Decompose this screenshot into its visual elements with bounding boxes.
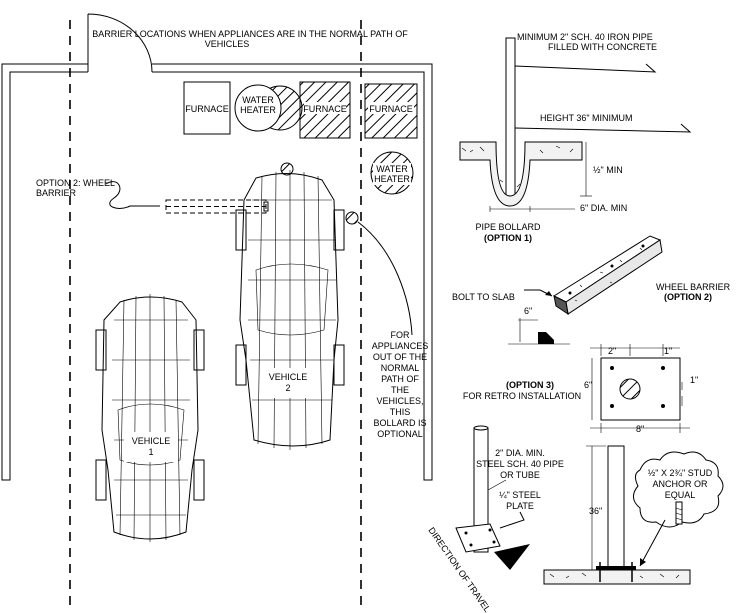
- plate-detail: 2" 1" 6" 1" 8" (OPTION 3) FOR RETRO INST…: [463, 344, 698, 434]
- retro-post-detail: DIRECTION OF TRAVEL 2" DIA. MIN. STEEL S…: [426, 425, 724, 613]
- svg-text:THIS: THIS: [390, 407, 411, 417]
- plate-dim-2: 2": [608, 346, 616, 356]
- water-heater-1-label2: HEATER: [240, 105, 276, 115]
- vehicle-2: VEHICLE 2: [235, 170, 345, 450]
- bollard-plan-2: [345, 211, 359, 225]
- garage-title-line2: VEHICLES: [205, 39, 250, 49]
- svg-text:OPTIONAL: OPTIONAL: [377, 429, 423, 439]
- post-plate-line2: PLATE: [506, 501, 534, 511]
- vehicle-1-label2: 1: [148, 447, 153, 457]
- svg-text:APPLIANCES: APPLIANCES: [372, 341, 429, 351]
- furnace-1-label: FURNACE: [185, 104, 229, 114]
- elevation-slab: [543, 569, 691, 585]
- svg-text:PATH OF: PATH OF: [381, 374, 419, 384]
- water-heater-2-label1: WATER: [376, 164, 408, 174]
- option2-label2: BARRIER: [36, 188, 77, 198]
- water-heater-1: [234, 84, 282, 132]
- water-heater-2-label2: HEATER: [374, 174, 410, 184]
- furnace-1: [183, 81, 231, 135]
- post-pipe-line3: OR TUBE: [500, 470, 540, 480]
- post-pipe-line2: STEEL SCH. 40 PIPE: [476, 459, 564, 469]
- pipe-spec-line1: MINIMUM 2" SCH. 40 IRON PIPE: [517, 32, 653, 42]
- svg-text:VEHICLES,: VEHICLES,: [376, 396, 423, 406]
- svg-text:OUT OF THE: OUT OF THE: [373, 352, 427, 362]
- plate-dim-6: 6": [584, 380, 592, 390]
- vehicle-2-label1: VEHICLE: [269, 372, 308, 382]
- plate-retro: FOR RETRO INSTALLATION: [463, 391, 581, 401]
- vehicle-1-label1: VEHICLE: [132, 436, 171, 446]
- anchor-line2: ANCHOR OR: [652, 479, 708, 489]
- anchor-cloud: [633, 451, 724, 528]
- barrier-profile: [538, 332, 554, 344]
- water-heater-1-label1: WATER: [242, 95, 274, 105]
- barrier-dim-label: 6": [524, 306, 532, 316]
- plate-option: (OPTION 3): [506, 380, 554, 390]
- anchor-line1: ½" X 2¾" STUD: [648, 468, 713, 478]
- vehicle-1: VEHICLE 1: [95, 294, 205, 542]
- vehicle-2-label2: 2: [285, 383, 290, 393]
- pipe-bollard-title: PIPE BOLLARD: [475, 222, 541, 232]
- bollard-footing: [459, 141, 583, 207]
- svg-text:FOR: FOR: [391, 330, 410, 340]
- furnace-2-label: FURNACE: [303, 104, 347, 114]
- wheel-barrier-title: WHEEL BARRIER: [656, 282, 731, 292]
- svg-text:BOLLARD IS: BOLLARD IS: [373, 418, 426, 428]
- post-plate-line1: ¼" STEEL: [499, 490, 541, 500]
- bollard-note-leader: [357, 221, 413, 336]
- plate-pipe: [619, 378, 641, 400]
- pipe-spec-leader: [514, 63, 657, 73]
- svg-text:THE: THE: [391, 385, 409, 395]
- plate-dim-1b: 1": [690, 375, 698, 385]
- height-leader: [514, 123, 692, 133]
- bolt-label: BOLT TO SLAB: [452, 292, 515, 302]
- depth-label: ½" MIN: [593, 165, 623, 175]
- wheel-barrier-detail: BOLT TO SLAB WHEEL BARRIER (OPTION 2) 6": [452, 235, 731, 345]
- dia-label: 6" DIA. MIN: [580, 203, 627, 213]
- garage-plan: BARRIER LOCATIONS WHEN APPLIANCES ARE IN…: [1, 13, 433, 605]
- direction-arrow: [494, 544, 530, 570]
- furnace-3-label: FURNACE: [369, 104, 413, 114]
- door-swing: [87, 13, 153, 73]
- garage-wall-left: [1, 63, 88, 481]
- height-label: HEIGHT 36" MINIMUM: [540, 113, 633, 123]
- anchor-line3: EQUAL: [665, 490, 696, 500]
- retro-post-plate: [455, 523, 501, 553]
- plate-dim-8: 8": [636, 424, 644, 434]
- garage-title-line1: BARRIER LOCATIONS WHEN APPLIANCES ARE IN…: [92, 29, 408, 39]
- garage-wall-right: [152, 63, 433, 481]
- post-pipe-line1: 2" DIA. MIN.: [495, 448, 545, 458]
- elevation-post: [607, 445, 625, 571]
- elevation-height: 36": [589, 506, 602, 516]
- bollard-pipe: [505, 37, 516, 197]
- pipe-bollard-detail: MINIMUM 2" SCH. 40 IRON PIPE FILLED WITH…: [459, 32, 692, 243]
- option2-label1: OPTION 2: WHEEL: [36, 178, 115, 188]
- wheel-barrier-option: (OPTION 2): [664, 292, 712, 302]
- pipe-bollard-option: (OPTION 1): [484, 233, 532, 243]
- plate-dim-1a: 1": [664, 346, 672, 356]
- svg-text:NORMAL: NORMAL: [381, 363, 420, 373]
- option2-leader: [105, 181, 160, 209]
- pipe-spec-line2: FILLED WITH CONCRETE: [548, 42, 657, 52]
- wheel-barrier-plan: [165, 199, 269, 214]
- optional-bollard-note: FOR APPLIANCES OUT OF THE NORMAL PATH OF…: [372, 330, 429, 439]
